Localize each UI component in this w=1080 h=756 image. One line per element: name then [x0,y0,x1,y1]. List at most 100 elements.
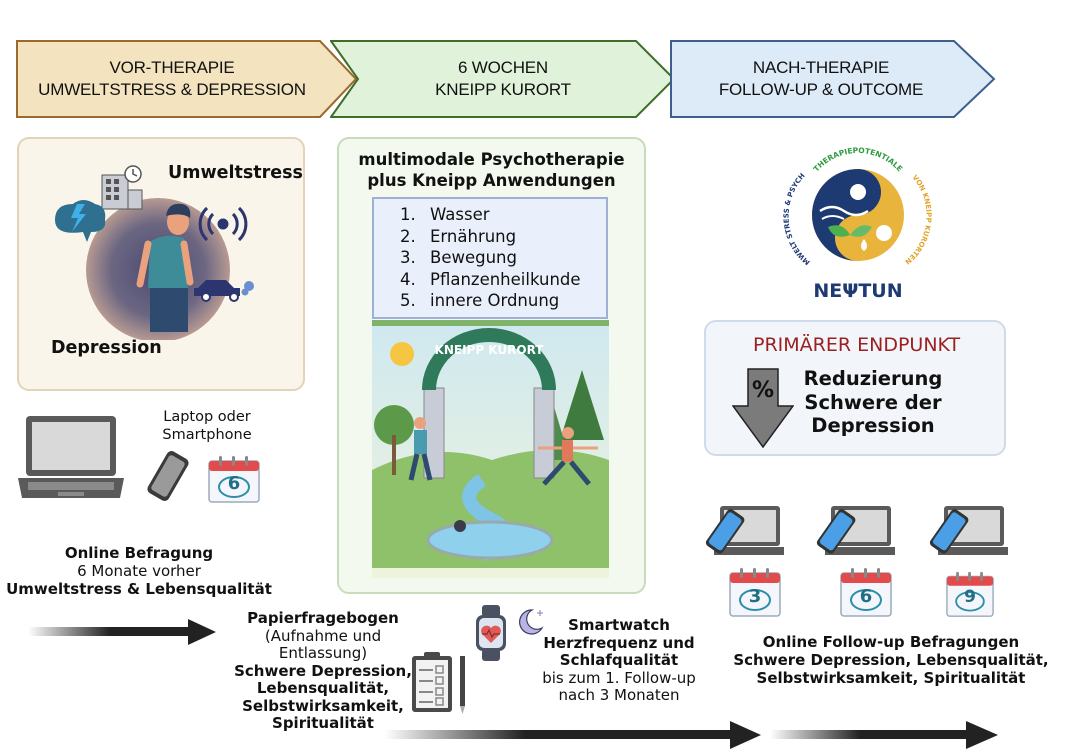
kneipp-title-line-2: plus Kneipp Anwendungen [367,171,616,190]
endpoint-line-1: Reduzierung [803,367,943,390]
device-label: Laptop oder Smartphone [150,408,264,444]
item-label: innere Ordnung [430,291,560,310]
clipboard-checklist-icon [410,650,472,720]
sun-icon [390,342,414,366]
item-number: 5. [400,291,416,310]
endpoint-text: Reduzierung Schwere der Depression [792,367,954,438]
paper-title: Papierfragebogen [247,609,399,627]
arch [422,328,556,390]
item-label: Bewegung [430,248,517,267]
paper-sub-2: Entlassung) [278,644,368,662]
sad-person-figure [136,203,194,332]
endpoint-line-2: Schwere der [804,390,942,414]
kneipp-elements-list: 1. Wasser 2. Ernährung 3. Bewegung 4. Pflanz… [372,197,608,319]
phase-title: VOR-THERAPIE [109,58,235,77]
followup-device-icon [924,505,1008,565]
svg-text:VON KNEIPP KURORTEN: VON KNEIPP KURORTEN [903,173,932,265]
brain-lightning-icon [55,200,106,242]
phase-kneipp: 6 WOCHEN KNEIPP KURORT [330,40,676,118]
logo-name: NEΨTUN [813,280,902,302]
item-label: Ernährung [430,226,517,246]
watch-line-4: bis zum 1. Follow-up [542,668,696,687]
phase-subtitle: FOLLOW-UP & OUTCOME [718,80,924,99]
smartwatch-heart-icon [474,605,510,665]
arch-pillar [533,387,555,479]
car-exhaust-icon [194,280,254,302]
decrease-arrow-icon: % [731,368,795,449]
paper-topic-1: Schwere Depression, [234,661,412,680]
chevron-shape [330,40,676,118]
logo-arc-left: UMWELT STRESS & PSYCHE [773,129,812,266]
calendar-icon-month-3: 3 [729,567,781,617]
list-item: 3. Bewegung [374,247,606,269]
list-item: 4. Pflanzenheilkunde [374,269,606,291]
calendar-number: 6 [859,586,873,607]
paper-topic-3: Selbstwirksamkeit, [242,696,404,715]
smartphone-icon [142,450,194,506]
device-label-line-1: Laptop oder [163,409,251,425]
logo-arc-right: VON KNEIPP KURORTEN [903,173,932,265]
chevron-shape [670,40,996,118]
depression-illustration [50,160,270,342]
followup-line-3: Selbstwirksamkeit, Spiritualität [756,669,1026,687]
phase-post-therapy: NACH-THERAPIE FOLLOW-UP & OUTCOME [666,40,996,118]
list-item: 1. Wasser [374,204,606,226]
watch-title: Smartwatch [568,616,670,634]
paper-topic-2: Lebensqualität, [256,679,390,697]
kneipp-title: multimodale Psychotherapie plus Kneipp A… [337,149,646,191]
kneipp-title-line-1: multimodale Psychotherapie [358,150,625,169]
timeline-arrow-kneipp [385,720,765,750]
paper-questionnaire-text: Papierfragebogen (Aufnahme und Entlassun… [230,609,416,733]
office-building-icon [101,165,143,210]
list-item: 2. Ernährung [374,226,606,248]
calendar-icon: 6 [208,455,260,503]
paper-sub-1: (Aufnahme und [264,626,382,645]
calendar-number: 3 [748,586,762,607]
list-item: 5. innere Ordnung [374,290,606,312]
neptun-logo: THERAPIEPOTENTIALE UMWELT STRESS & PSYCH… [773,129,938,303]
endpoint-heading: PRIMÄRER ENDPUNKT [753,334,961,356]
followup-line-2: Schwere Depression, Lebensqualität, [733,651,1049,669]
online-followup-surveys: Online Follow-up Befragungen Schwere Dep… [718,633,1064,687]
item-label: Pflanzenheilkunde [430,269,581,289]
paper-topic-4: Spiritualität [272,714,374,732]
online-survey-pre: Online Befragung 6 Monate vorher Umwelts… [0,544,278,598]
phase-subtitle: KNEIPP KURORT [435,80,571,99]
timeline-arrow-pre [28,618,220,646]
walking-person [408,417,433,481]
watch-line-2: Herzfrequenz und [543,633,695,652]
timeline-arrow-post [770,720,1004,750]
phase-title: 6 WOCHEN [457,58,549,77]
calendar-icon-month-6: 6 [840,567,892,617]
item-label: Wasser [430,205,490,224]
depression-label: Depression [51,338,162,358]
arch-sign: KNEIPP KURORT [435,343,545,357]
endpoint-line-3: Depression [811,414,935,437]
survey-time: 6 Monate vorher [77,562,201,580]
calendar-number: 9 [964,587,976,607]
laptop-icon [18,414,124,504]
item-number: 1. [400,205,416,224]
survey-title: Online Befragung [64,544,214,562]
noise-signal-icon [198,206,248,242]
watch-line-3: Schlafqualität [559,651,679,669]
item-number: 3. [400,248,416,267]
item-number: 2. [400,226,416,246]
kneipp-pool [426,520,554,560]
item-number: 4. [400,269,416,289]
yoga-person [538,427,598,486]
smartwatch-text: Smartwatch Herzfrequenz und Schlafqualit… [530,616,708,705]
phase-pre-therapy: VOR-THERAPIE UMWELTSTRESS & DEPRESSION [16,40,358,118]
phase-subtitle: UMWELTSTRESS & DEPRESSION [38,80,306,99]
kneipp-resort-illustration: KNEIPP KURORT [372,320,609,578]
device-label-line-2: Smartphone [162,427,252,443]
followup-device-icon [700,505,784,565]
calendar-number: 6 [227,473,241,494]
watch-line-5: nach 3 Monaten [558,686,680,704]
svg-text:UMWELT STRESS & PSYCHE: UMWELT STRESS & PSYCHE [776,135,812,266]
moon-sleep-icon [514,606,546,642]
percent-symbol: % [752,378,775,403]
phase-title: NACH-THERAPIE [752,58,890,77]
umweltstress-label: Umweltstress [168,163,303,183]
survey-topics: Umweltstress & Lebensqualität [6,580,272,598]
